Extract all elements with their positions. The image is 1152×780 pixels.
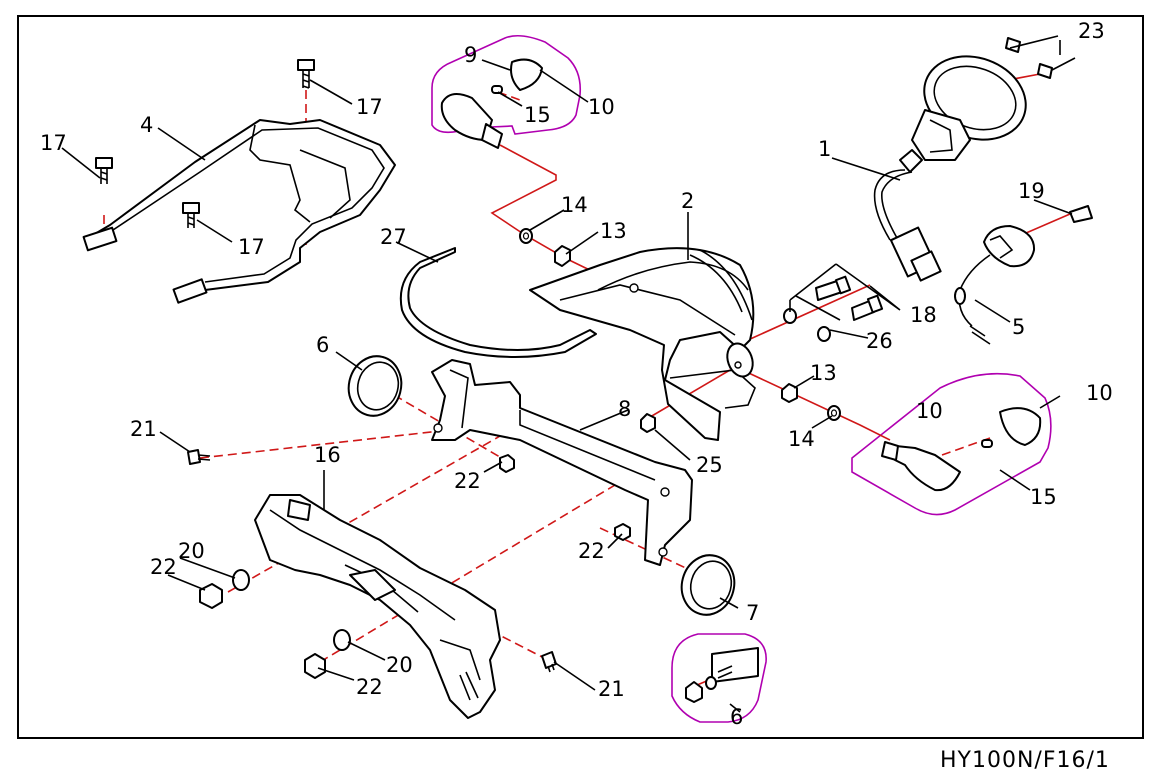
callout-15-right: 15	[1030, 485, 1057, 509]
callout-2: 2	[681, 189, 694, 213]
license-plate-spacer-part-5	[685, 647, 759, 703]
callout-17-mid: 17	[238, 235, 265, 259]
callout-13-right: 13	[810, 361, 837, 385]
license-bracket-part-7	[431, 359, 693, 566]
callout-4: 5	[1012, 315, 1025, 339]
callout-15-top: 15	[524, 103, 551, 127]
drawing-code: HY100N/F16/1	[940, 748, 1110, 773]
callout-18: 18	[910, 303, 937, 327]
callout-21-left: 21	[130, 417, 157, 441]
callout-20-bottom: 20	[386, 653, 413, 677]
callout-6-top: 6	[316, 333, 329, 357]
callout-5: 6	[730, 705, 743, 729]
license-lamp-part-4	[954, 205, 1093, 345]
callout-22-left: 22	[150, 555, 177, 579]
tail-light-housing-part-2	[529, 247, 756, 441]
fasteners-20-21-22	[187, 449, 631, 679]
callout-10-top: 10	[588, 95, 615, 119]
leader-lines	[61, 35, 1076, 713]
callout-14-top: 14	[561, 193, 588, 217]
turn-signal-part-8	[881, 407, 1042, 492]
callout-22-right: 22	[578, 539, 605, 563]
bolts-washers-18-26	[783, 275, 884, 342]
callout-9: 9	[464, 43, 477, 67]
callout-labels: 17 17 17 4 9 10 15 23 1 2 14 13 19 27 18…	[40, 19, 1113, 729]
callout-7: 8	[618, 397, 631, 421]
callout-21-bottom: 21	[598, 677, 625, 701]
callout-19: 19	[1018, 179, 1045, 203]
callout-22-bottom: 22	[356, 675, 383, 699]
callout-1: 1	[818, 137, 831, 161]
group-outline-8	[851, 372, 1052, 516]
callout-17-top: 17	[356, 95, 383, 119]
callout-27: 27	[380, 225, 407, 249]
bolts-part-17	[95, 59, 315, 228]
callout-17-left: 17	[40, 131, 67, 155]
rear-light-unit-part-1-23	[873, 37, 1053, 282]
grab-rail-part-3	[82, 119, 396, 304]
callout-25: 25	[696, 453, 723, 477]
reflectors-part-6	[347, 355, 736, 616]
callout-14-right: 14	[788, 427, 815, 451]
callout-3: 4	[140, 113, 153, 137]
group-outline-5	[671, 633, 767, 723]
callout-23: 23	[1078, 19, 1105, 43]
drawing-border	[17, 15, 1144, 739]
callout-6-bottom: 7	[746, 601, 759, 625]
callout-20-left: 20	[178, 539, 205, 563]
callout-13-top: 13	[600, 219, 627, 243]
turn-signal-part-9	[440, 58, 543, 149]
callout-26: 26	[866, 329, 893, 353]
wire-part-27	[399, 247, 597, 358]
callout-16: 16	[314, 443, 341, 467]
callout-22-mid: 22	[454, 469, 481, 493]
callout-10-right: 10	[1086, 381, 1113, 405]
washers-nuts-13-14	[519, 228, 841, 433]
callout-8: 10	[916, 399, 943, 423]
rear-fender-part-16	[254, 494, 501, 719]
